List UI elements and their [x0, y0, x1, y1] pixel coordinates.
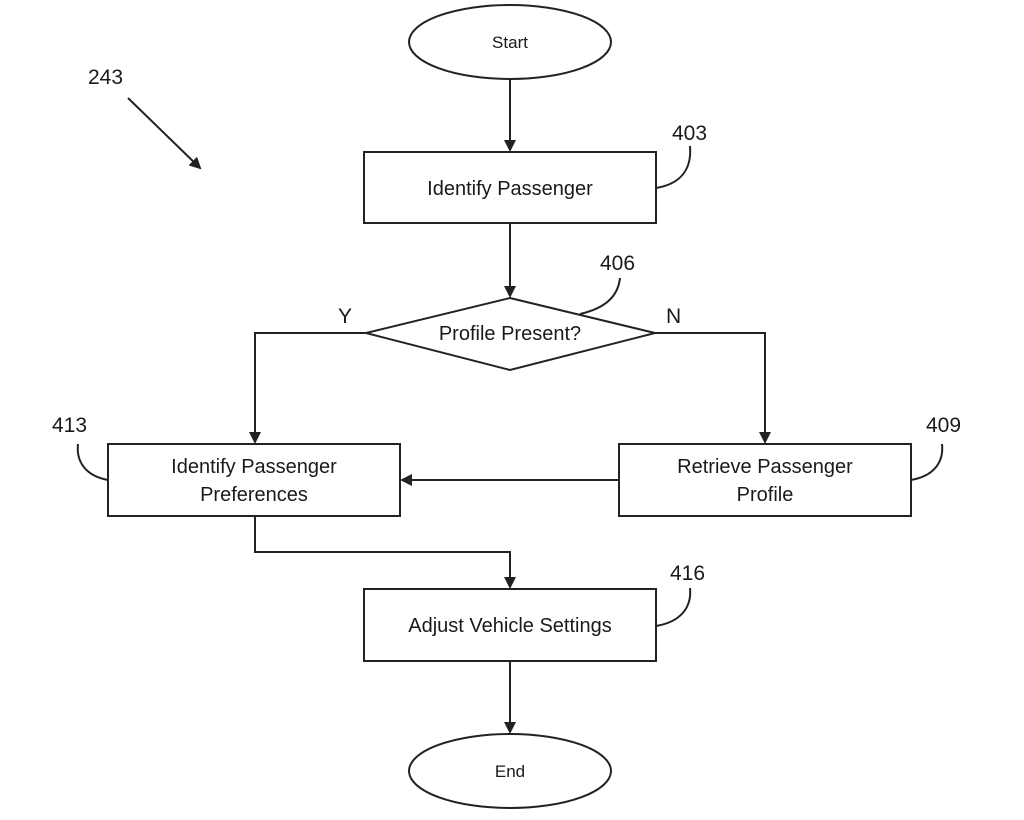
adjust-settings-node: Adjust Vehicle Settings 416: [363, 562, 705, 662]
adjust-settings-label: Adjust Vehicle Settings: [408, 615, 611, 637]
ref-403-leader: [655, 145, 692, 189]
ref-416-leader: [655, 587, 692, 627]
retrieve-profile-node: Retrieve Passenger Profile 409: [618, 414, 961, 517]
ref-403-label: 403: [672, 122, 707, 145]
edge-preferences-to-adjust: [254, 516, 516, 589]
start-node: Start: [408, 4, 612, 80]
ref-409-label: 409: [926, 414, 961, 437]
ref-416-label: 416: [670, 562, 705, 585]
yes-branch-label: Y: [338, 305, 352, 328]
profile-present-diamond: [365, 296, 656, 372]
identify-preferences-label-line2: Preferences: [200, 484, 308, 506]
retrieve-profile-label-line1: Retrieve Passenger: [677, 456, 853, 478]
retrieve-profile-label-line2: Profile: [737, 484, 794, 506]
edge-yes-to-preferences: [249, 332, 366, 444]
no-branch-label: N: [666, 305, 681, 328]
ref-413-leader: [76, 443, 109, 481]
edge-no-to-retrieve: [655, 332, 771, 444]
identify-passenger-label: Identify Passenger: [427, 178, 593, 200]
ref-406-leader: [579, 277, 621, 315]
identify-preferences-node: Identify Passenger Preferences 413: [52, 414, 401, 517]
figure-ref-label: 243: [88, 66, 123, 89]
identify-preferences-label-line1: Identify Passenger: [171, 456, 337, 478]
start-label: Start: [492, 33, 528, 52]
end-label: End: [495, 762, 525, 781]
profile-present-node: Profile Present? 406: [365, 252, 656, 372]
ref-406-label: 406: [600, 252, 635, 275]
end-node: End: [408, 733, 612, 809]
ref-409-leader: [910, 443, 944, 481]
identify-passenger-node: Identify Passenger 403: [363, 122, 707, 224]
end-ellipse: [408, 733, 612, 809]
identify-preferences-box: [107, 443, 401, 517]
identify-passenger-box: [363, 151, 657, 224]
profile-present-label: Profile Present?: [439, 323, 581, 345]
figure-ref-arrow: [127, 97, 202, 170]
ref-413-label: 413: [52, 414, 87, 437]
